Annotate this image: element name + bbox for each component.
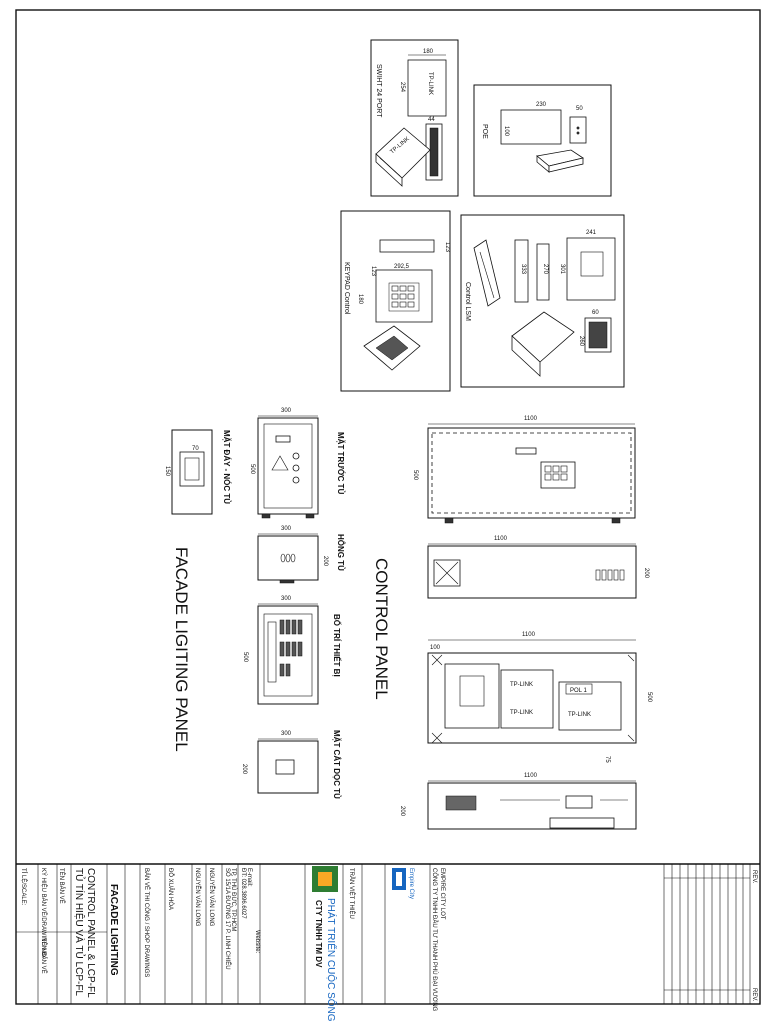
svg-text:TP-LINK: TP-LINK xyxy=(427,72,433,95)
svg-text:100: 100 xyxy=(503,126,509,137)
svg-text:70: 70 xyxy=(192,446,199,452)
facade-panel-title: FACADE LIGITING PANEL xyxy=(172,547,191,752)
drawing-title-1: CONTROL PANEL & LCP-FL xyxy=(85,868,96,998)
svg-text:Website:: Website: xyxy=(254,930,260,954)
svg-text:300: 300 xyxy=(281,408,292,414)
svg-text:50: 50 xyxy=(576,106,583,112)
svg-text:123: 123 xyxy=(370,266,376,277)
svg-text:500: 500 xyxy=(646,692,652,703)
svg-text:200: 200 xyxy=(643,568,649,579)
facade-layout-view: 300 500 BỐ TRÍ THIẾT BỊ xyxy=(242,596,342,705)
switch-label: SWIHT 24 PORT xyxy=(375,64,382,118)
svg-text:300: 300 xyxy=(281,596,292,602)
svg-text:200: 200 xyxy=(241,764,247,775)
svg-text:POL 1: POL 1 xyxy=(570,688,587,694)
svg-text:CÔNG TY TNHH ĐẦU TƯ THANH PHÚ: CÔNG TY TNHH ĐẦU TƯ THANH PHÚ ĐẠI VƯƠNG xyxy=(431,868,438,1012)
svg-text:Empire City: Empire City xyxy=(408,868,414,899)
svg-text:100: 100 xyxy=(430,645,441,651)
manager-name: TRẦN VIỆT THIỆU xyxy=(348,868,356,919)
svg-text:TP-LINK: TP-LINK xyxy=(510,710,533,716)
switch-detail: SWIHT 24 PORT TP-LINK 180 254 44 TP-LINK xyxy=(370,39,459,197)
poe-detail: POE 230 100 50 xyxy=(473,84,612,197)
drawing-title-2: TỦ TÍN HIỆU VÀ TỦ LCP-FL xyxy=(73,868,86,996)
lsm-label: Control LSM xyxy=(464,282,471,321)
control-panel-layout: 1100 100 TP-LINK TP-LINK POL 1 TP-LINK 5… xyxy=(427,632,652,763)
facade-front-view: 300 500 MẶT TRƯỚC TỦ xyxy=(249,408,345,519)
svg-text:44: 44 xyxy=(428,117,435,123)
svg-text:REV.: REV. xyxy=(751,870,757,884)
keypad-detail: KEYPAD Control 123 292,5 180 123 xyxy=(340,210,451,392)
checker-name: NGUYỄN VĂN LONG xyxy=(194,868,201,927)
svg-text:TÊN BẢN VẼ: TÊN BẢN VẼ xyxy=(40,938,48,974)
svg-text:75: 75 xyxy=(604,756,610,763)
svg-text:301: 301 xyxy=(559,264,565,275)
poe-label: POE xyxy=(481,124,488,139)
view-section-label: MẶT CẮT DỌC TỦ xyxy=(332,730,341,799)
dim-sw-h: 254 xyxy=(399,82,405,93)
control-panel-title: CONTROL PANEL xyxy=(372,558,391,700)
svg-text:200: 200 xyxy=(322,556,328,567)
view-front-label: MẶT TRƯỚC TỦ xyxy=(336,432,345,495)
svg-text:BẢN VẼ THI CÔNG / SHOP DRAWING: BẢN VẼ THI CÔNG / SHOP DRAWINGS xyxy=(143,868,150,977)
svg-text:180: 180 xyxy=(357,294,363,305)
svg-text:300: 300 xyxy=(281,526,292,532)
svg-text:150: 150 xyxy=(164,466,170,477)
svg-text:260: 260 xyxy=(578,336,584,347)
svg-text:1100: 1100 xyxy=(522,632,536,638)
scale-label: TỈ LỆ/SCALE: xyxy=(20,868,28,906)
facade-side-view: 300 200 HÔNG TỦ xyxy=(257,526,345,584)
title-block: REV. REV. TỈ LỆ/SCALE: KÝ HIỆU BẢN VẼ/DR… xyxy=(15,863,761,1022)
facade-top-view: 70 150 MẶT ĐÁY - NÓC TỦ xyxy=(164,429,231,515)
svg-text:300: 300 xyxy=(281,731,292,737)
control-panel-section: 1100 200 xyxy=(399,773,637,830)
svg-text:1100: 1100 xyxy=(494,536,508,542)
view-side-label: HÔNG TỦ xyxy=(336,534,345,571)
lsm-detail: Control LSM 333 270 241 301 60 260 xyxy=(460,214,625,388)
svg-text:500: 500 xyxy=(249,464,255,475)
facade-section-view: 300 200 MẶT CẮT DỌC TỦ xyxy=(241,730,341,799)
svg-text:333: 333 xyxy=(520,264,526,275)
svg-text:TÊN BẢN VẼ: TÊN BẢN VẼ xyxy=(58,868,66,904)
svg-text:REV.: REV. xyxy=(751,988,757,1002)
svg-text:E-mail:: E-mail: xyxy=(246,868,252,887)
dim-sw-w: 180 xyxy=(423,49,434,55)
svg-text:500: 500 xyxy=(242,652,248,663)
company-name: CTY TNHH TM DV xyxy=(314,900,323,968)
svg-text:1100: 1100 xyxy=(524,416,538,422)
svg-text:TP-LINK: TP-LINK xyxy=(568,712,591,718)
control-panel-top: 1100 200 xyxy=(427,536,649,599)
view-top-label: MẶT ĐÁY - NÓC TỦ xyxy=(222,430,231,504)
svg-text:241: 241 xyxy=(586,230,597,236)
view-layout-label: BỐ TRÍ THIẾT BỊ xyxy=(332,614,342,677)
svg-text:ĐT: 028.3896.6027: ĐT: 028.3896.6027 xyxy=(240,868,246,919)
project-title: FACADE LIGHTING xyxy=(108,884,119,976)
svg-text:SỐ 15/1A ĐƯỜNG 17 P. LINH CHIỂ: SỐ 15/1A ĐƯỜNG 17 P. LINH CHIỂU xyxy=(224,868,231,970)
control-panel-front: 1100 500 xyxy=(412,416,636,524)
svg-text:123: 123 xyxy=(444,242,450,253)
svg-text:500: 500 xyxy=(412,470,418,481)
svg-text:EMPIRE CITY LOT: EMPIRE CITY LOT xyxy=(439,868,445,920)
svg-text:KÝ HIỆU BẢN VẼ/DRAWING NO.: KÝ HIỆU BẢN VẼ/DRAWING NO. xyxy=(40,868,48,959)
svg-text:200: 200 xyxy=(399,806,405,817)
svg-text:1100: 1100 xyxy=(524,773,538,779)
svg-text:TP-LINK: TP-LINK xyxy=(510,682,533,688)
designer-name: NGUYỄN VĂN LONG xyxy=(208,868,215,927)
svg-text:270: 270 xyxy=(542,264,548,275)
svg-text:60: 60 xyxy=(592,310,599,316)
company-slogan: PHÁT TRIỂN CUỘC SỐNG xyxy=(325,898,339,1022)
svg-text:292,5: 292,5 xyxy=(394,264,410,270)
approver-name: ĐỖ XUÂN HÒA xyxy=(167,868,174,910)
svg-text:TP. THỦ ĐỨC, TP.HCM: TP. THỦ ĐỨC, TP.HCM xyxy=(230,868,237,931)
keypad-label: KEYPAD Control xyxy=(343,262,350,315)
svg-text:230: 230 xyxy=(536,102,547,108)
